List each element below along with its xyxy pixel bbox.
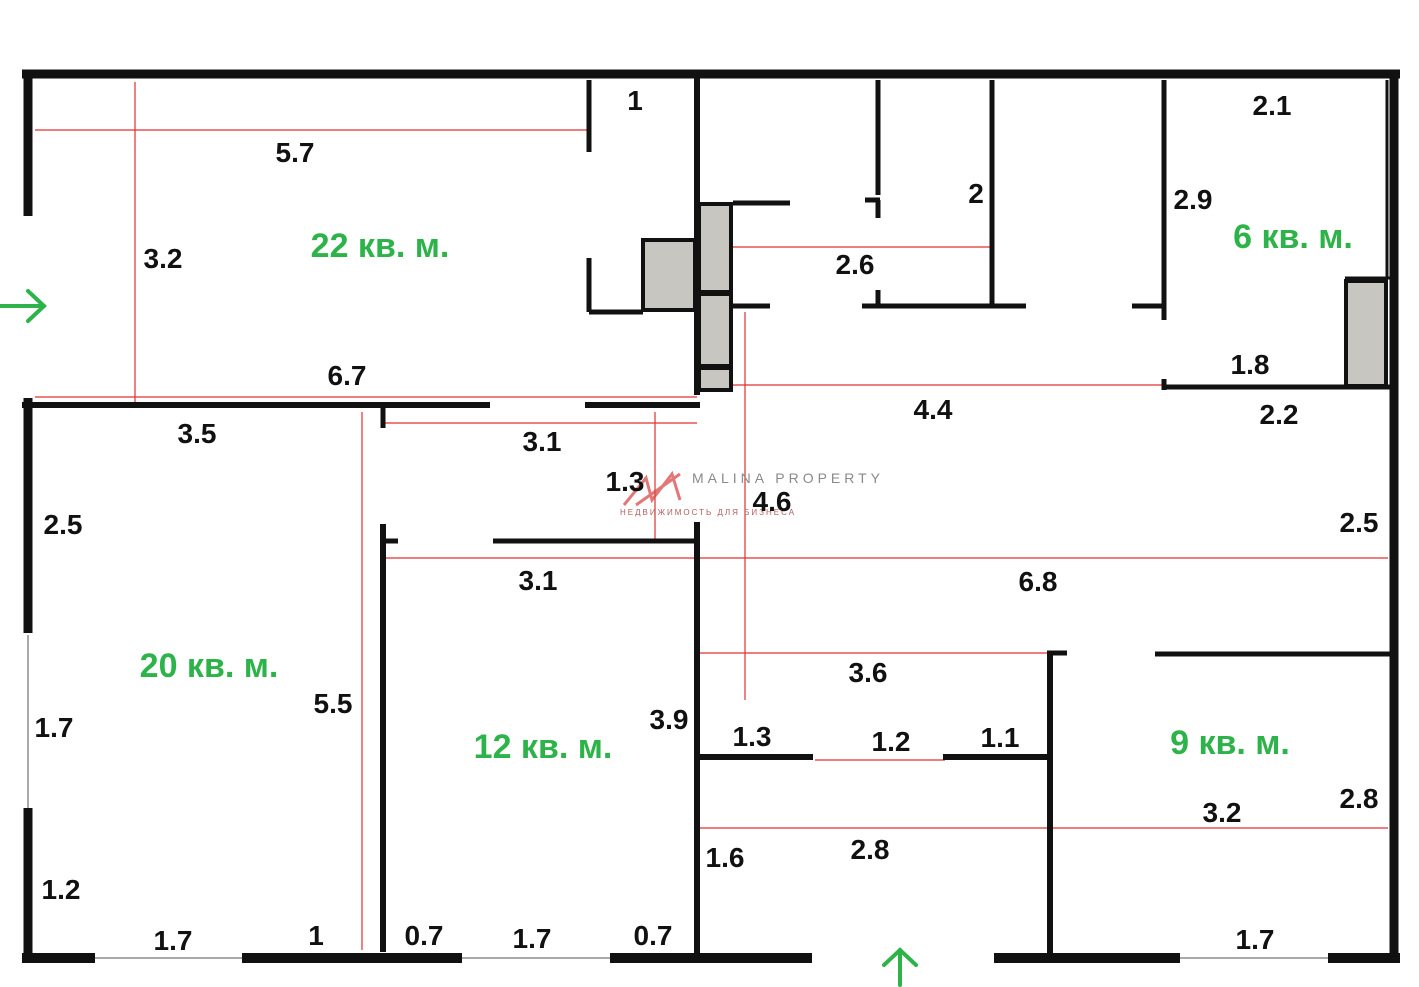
dimension-label: 6.7: [328, 360, 367, 391]
dimension-label: 1.7: [154, 925, 193, 956]
dimension-label: 3.2: [1203, 797, 1242, 828]
column-shaft: [697, 366, 733, 392]
dimension-label: 4.6: [753, 486, 792, 517]
entrance-arrow-bottom: [882, 947, 918, 987]
dimension-label: 2.1: [1253, 90, 1292, 121]
room-area-label: 6 кв. м.: [1233, 218, 1353, 256]
dimension-label: 0.7: [405, 920, 444, 951]
dimension-label: 3.1: [519, 565, 558, 596]
dimension-label: 2.9: [1174, 184, 1213, 215]
watermark-mark-icon: [622, 470, 682, 507]
columns: [641, 202, 1388, 392]
dimension-label: 6.8: [1019, 566, 1058, 597]
dimension-label: 2: [968, 178, 984, 209]
dimension-label: 5.7: [276, 137, 315, 168]
room-area-label: 20 кв. м.: [140, 647, 279, 685]
dimension-label: 2.8: [851, 834, 890, 865]
dimension-label: 5.5: [314, 688, 353, 719]
dimension-label: 1: [627, 85, 643, 116]
dimension-label: 4.4: [914, 394, 953, 425]
watermark-tagline: НЕДВИЖИМОСТЬ ДЛЯ БИЗНЕСА: [620, 508, 796, 517]
column-shaft: [641, 238, 697, 312]
column-shaft: [1344, 279, 1388, 388]
dimension-label: 3.5: [178, 418, 217, 449]
dimension-label: 1: [308, 920, 324, 951]
walls: [22, 69, 1400, 963]
dimension-label: 2.2: [1260, 399, 1299, 430]
room-area-label: 22 кв. м.: [311, 227, 450, 265]
dimension-label: 1.3: [733, 721, 772, 752]
dimension-label: 1.1: [981, 722, 1020, 753]
dimension-label: 2.6: [836, 249, 875, 280]
dimension-label: 3.9: [650, 704, 689, 735]
dimension-label: 3.6: [849, 657, 888, 688]
dimension-label: 1.7: [1236, 924, 1275, 955]
dimension-label: 1.2: [42, 874, 81, 905]
room-area-labels: 22 кв. м. 6 кв. м. 20 кв. м. 12 кв. м. 9…: [140, 218, 1353, 766]
dimension-label: 1.3: [606, 466, 645, 497]
dimension-label: 2.8: [1340, 783, 1379, 814]
watermark-logo: MALINA PROPERTY НЕДВИЖИМОСТЬ ДЛЯ БИЗНЕСА: [620, 470, 884, 517]
dimension-label: 3.2: [144, 243, 183, 274]
room-area-label: 9 кв. м.: [1170, 724, 1290, 762]
dimension-label: 1.2: [872, 726, 911, 757]
dimension-label: 3.1: [523, 426, 562, 457]
entrance-arrow-left: [0, 289, 47, 323]
dimension-label: 2.5: [44, 509, 83, 540]
room-area-label: 12 кв. м.: [474, 728, 613, 766]
column-shaft: [697, 292, 733, 368]
column-shaft: [697, 202, 733, 294]
dimension-label: 1.8: [1231, 349, 1270, 380]
dimension-label: 1.7: [35, 712, 74, 743]
dimension-label: 1.6: [706, 842, 745, 873]
dimension-label: 1.7: [513, 923, 552, 954]
watermark-name: MALINA PROPERTY: [692, 470, 884, 486]
dimension-label: 0.7: [634, 920, 673, 951]
dimension-labels: 1 5.7 3.2 6.7 2 2.6 2.9 2.1 1.8 2.2 4.4 …: [35, 85, 1379, 956]
dimension-label: 2.5: [1340, 507, 1379, 538]
dimension-lines: [27, 82, 1388, 959]
